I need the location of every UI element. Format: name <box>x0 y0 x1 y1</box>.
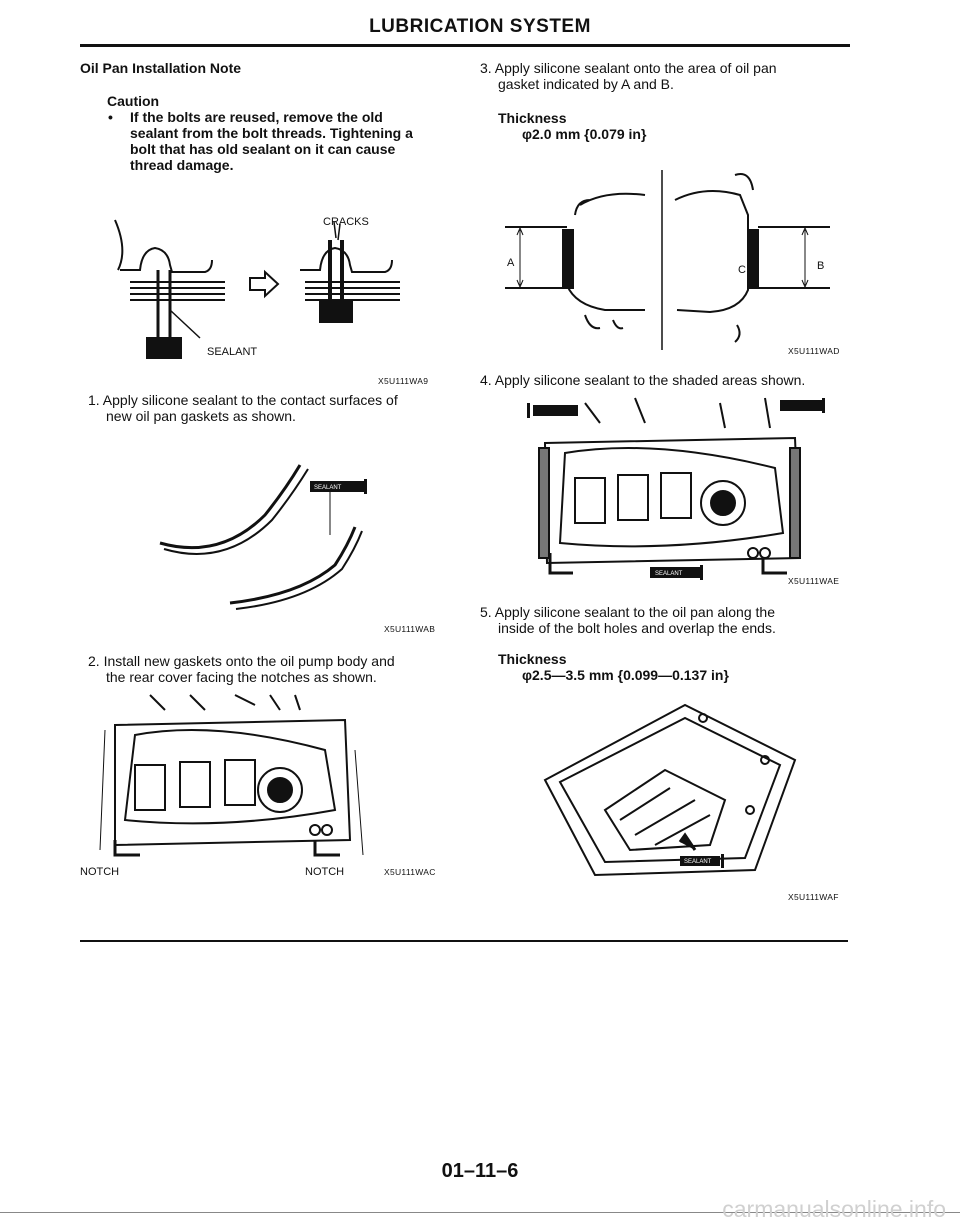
tube-label: SEALANT <box>684 859 712 865</box>
step-line: inside of the bolt holes and overlap the… <box>498 620 776 636</box>
label-a: A <box>507 257 515 269</box>
pump-rotor-outline <box>257 767 303 813</box>
label-sealant: SEALANT <box>207 346 258 358</box>
figure-id: X5U111WAB <box>384 624 436 634</box>
oil-pan-figure: SEALANT <box>543 703 797 877</box>
figure-id: X5U111WA9 <box>378 376 429 386</box>
cracks-leader <box>333 221 341 241</box>
bolt-sealant-figure <box>114 219 400 359</box>
figure-id: X5U111WAF <box>788 892 839 902</box>
thickness-1-label: Thickness <box>498 110 567 126</box>
watermark[interactable]: carmanualsonline.info <box>722 1196 946 1222</box>
arc-mark <box>114 219 124 271</box>
bottom-rule <box>80 940 848 942</box>
label-c: C <box>738 264 746 276</box>
right-casting-outline <box>300 246 393 273</box>
step-line: 2. Install new gaskets onto the oil pump… <box>88 653 395 669</box>
thickness-2-value: φ2.5—3.5 mm {0.099—0.137 in} <box>522 667 729 683</box>
left-gasket-outline <box>566 230 645 311</box>
footer-scan-line <box>0 1212 960 1213</box>
caution-line: sealant from the bolt threads. Tightenin… <box>130 125 413 141</box>
sealant-tube-icon <box>780 400 825 411</box>
thickness-2-label: Thickness <box>498 651 567 667</box>
step-3-text: 3. Apply silicone sealant onto the area … <box>480 60 777 92</box>
figure-id: X5U111WAC <box>384 867 436 877</box>
section-title: Oil Pan Installation Note <box>80 60 242 76</box>
label-cracks: CRACKS <box>323 216 369 228</box>
step-line: 5. Apply silicone sealant to the oil pan… <box>480 604 775 620</box>
label-b: B <box>817 260 825 272</box>
caution-text: If the bolts are reused, remove the old … <box>130 109 413 173</box>
sealant-tube-icon <box>310 481 365 492</box>
step-2-text: 2. Install new gaskets onto the oil pump… <box>88 653 395 685</box>
step-line: 1. Apply silicone sealant to the contact… <box>88 392 398 408</box>
caution-line: If the bolts are reused, remove the old <box>130 109 383 125</box>
sealant-tube-icon <box>680 856 720 866</box>
bolt-head-left <box>146 337 182 359</box>
sealant-tube-icon <box>533 405 578 416</box>
tube-label: SEALANT <box>314 485 342 491</box>
sealant-areas-figure: SEALANT <box>527 397 825 580</box>
figure-id: X5U111WAE <box>788 576 840 586</box>
label-notch-right: NOTCH <box>305 866 345 878</box>
gasket-ab-figure <box>505 170 830 350</box>
caution-bullet: • <box>108 109 113 125</box>
page-header-title: LUBRICATION SYSTEM <box>369 16 591 37</box>
step-line: 3. Apply silicone sealant onto the area … <box>480 60 777 76</box>
figure-id: X5U111WAD <box>788 346 840 356</box>
tube-label: SEALANT <box>655 571 683 577</box>
step-4-text: 4. Apply silicone sealant to the shaded … <box>480 372 806 388</box>
engine-block-figure <box>99 694 364 857</box>
caution-line: bolt that has old sealant on it can caus… <box>130 141 396 157</box>
bolt-head-right <box>319 301 353 323</box>
page-number: 01–11–6 <box>441 1160 519 1182</box>
left-casting-outline <box>120 246 213 273</box>
step-1-text: 1. Apply silicone sealant to the contact… <box>88 392 398 424</box>
oil-pan-outline <box>543 703 797 877</box>
lower-gasket <box>229 526 357 605</box>
arrow-right-icon <box>249 269 280 299</box>
step-line: the rear cover facing the notches as sho… <box>106 669 377 685</box>
step-line: gasket indicated by A and B. <box>498 76 674 92</box>
sealant-leader <box>169 309 201 339</box>
caution-title: Caution <box>107 93 160 109</box>
block-outline <box>114 718 352 847</box>
caution-line: thread damage. <box>130 157 234 173</box>
thickness-1-value: φ2.0 mm {0.079 in} <box>522 126 647 142</box>
sealant-tube-icon <box>650 567 700 578</box>
step-5-text: 5. Apply silicone sealant to the oil pan… <box>480 604 776 636</box>
gasket-figure: SEALANT <box>159 464 367 610</box>
step-line: new oil pan gaskets as shown. <box>106 408 296 424</box>
label-notch-left: NOTCH <box>80 866 120 878</box>
upper-gasket <box>159 464 302 550</box>
header-rule <box>80 44 850 47</box>
